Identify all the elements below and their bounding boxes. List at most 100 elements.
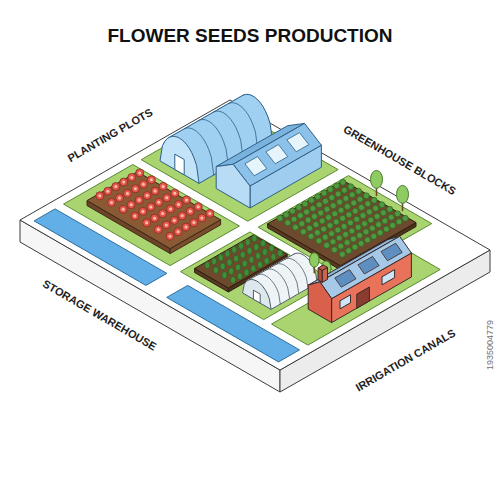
crop-plant	[307, 225, 313, 231]
flower-center	[146, 194, 149, 197]
crop-plant	[371, 197, 377, 203]
chimney	[318, 265, 327, 270]
seedling	[238, 243, 243, 250]
flower-center	[165, 223, 168, 226]
flower	[167, 205, 175, 213]
flower	[136, 169, 144, 177]
seedling	[252, 235, 257, 242]
flower-center	[150, 178, 153, 181]
crop-plant	[334, 183, 340, 189]
crop-plant	[321, 190, 327, 196]
warehouse-door	[357, 287, 370, 308]
flower-center	[141, 210, 144, 213]
flower	[104, 187, 112, 195]
crop-plant	[308, 197, 314, 203]
seedling	[251, 265, 256, 272]
crop-plant	[316, 202, 322, 208]
crop-plant	[285, 220, 291, 226]
crop-plant	[369, 225, 375, 231]
crop-plant	[297, 213, 303, 219]
crop-plant	[379, 202, 385, 208]
crop-plant	[338, 207, 344, 213]
flower	[143, 219, 151, 227]
flower	[198, 214, 206, 222]
crop-plant	[373, 205, 379, 211]
crop-plant	[340, 179, 346, 185]
seedling	[247, 248, 252, 255]
seedling	[212, 258, 217, 265]
seedling	[222, 272, 227, 279]
flower	[135, 196, 143, 204]
warehouse-window	[340, 295, 351, 309]
flower	[143, 192, 151, 200]
crop-plant	[321, 226, 327, 232]
crop-plant	[324, 206, 330, 212]
base-platform	[20, 100, 490, 370]
tree-crown	[397, 185, 409, 203]
crop-plant	[341, 223, 347, 229]
flower-bed	[87, 172, 221, 249]
seedling	[260, 240, 265, 247]
crop-plant	[329, 195, 335, 201]
seedling	[244, 269, 249, 276]
crop-plant	[357, 232, 363, 238]
flower-center	[149, 205, 152, 208]
greenhouse-arched	[214, 111, 243, 158]
seedling	[271, 254, 276, 261]
crop-plant	[314, 230, 320, 236]
flower-center	[173, 192, 176, 195]
crop-plant	[313, 222, 319, 228]
greenhouse-arched-door	[175, 154, 184, 175]
crop-plant	[363, 193, 369, 199]
flower-center	[185, 198, 188, 201]
flower-center	[130, 203, 133, 206]
flower	[127, 201, 135, 209]
crop-plant	[293, 224, 299, 230]
crop-plant	[323, 198, 329, 204]
flower-center	[157, 228, 160, 231]
seedling	[257, 261, 262, 268]
flower-center	[133, 215, 136, 218]
flower	[155, 198, 163, 206]
flower	[128, 174, 136, 182]
crop-plant	[324, 242, 330, 248]
flower	[119, 205, 127, 213]
seedling	[205, 262, 210, 269]
flower-center	[181, 214, 184, 217]
flower-center	[165, 196, 168, 199]
crop-plant	[291, 216, 297, 222]
crop-plant	[358, 241, 364, 247]
flower-center	[98, 194, 101, 197]
seedling	[264, 257, 269, 264]
crop-plant	[283, 212, 289, 218]
crop-plant	[277, 215, 283, 221]
crop-plant	[376, 222, 382, 228]
crop-plant	[338, 243, 344, 249]
seedling	[262, 249, 267, 256]
flower	[166, 232, 174, 240]
crop-plant	[326, 214, 332, 220]
flower-center	[154, 190, 157, 193]
flower-center	[161, 212, 164, 215]
flower-center	[162, 185, 165, 188]
crop-plant	[343, 195, 349, 201]
flower-center	[114, 185, 117, 188]
flower-center	[169, 208, 172, 211]
flower-center	[173, 219, 176, 222]
greenhouse-gable	[233, 123, 321, 186]
seedling	[235, 264, 240, 271]
seedling	[234, 255, 239, 262]
crop-plant	[387, 206, 393, 212]
poly-tunnel	[285, 258, 308, 288]
crop-plant	[348, 184, 354, 190]
flower-center	[177, 203, 180, 206]
flower-center	[134, 187, 137, 190]
crop-plant	[322, 234, 328, 240]
crop-plant	[344, 240, 350, 246]
crop-plant	[296, 205, 302, 211]
crop-plant	[388, 214, 394, 220]
greenhouse-gable	[216, 164, 250, 208]
flower	[116, 194, 124, 202]
flower-center	[197, 205, 200, 208]
